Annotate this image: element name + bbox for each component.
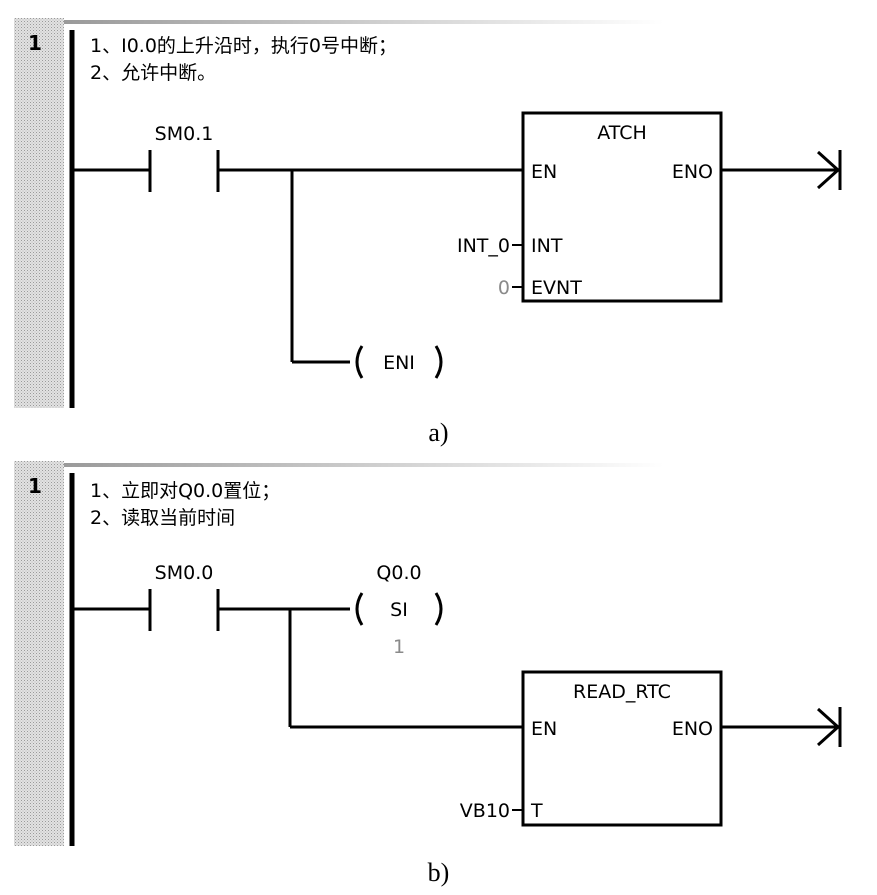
ladder-diagram-b: 1 1、立即对Q0.0置位； 2、读取当前时间 SM0.0 Q0.0 SI 1 … bbox=[14, 461, 842, 846]
network-comment-line1: 1、I0.0的上升沿时，执行0号中断； bbox=[90, 35, 397, 57]
coil-right-paren bbox=[434, 592, 443, 626]
contact-address: SM0.0 bbox=[155, 562, 214, 584]
coil-left-paren bbox=[355, 345, 364, 379]
int-input-value: INT_0 bbox=[457, 235, 510, 257]
network-gutter bbox=[14, 461, 64, 846]
atch-eno-pin: ENO bbox=[672, 161, 713, 183]
atch-int-pin: INT bbox=[531, 235, 563, 257]
read-rtc-eno-pin: ENO bbox=[672, 718, 713, 740]
ladder-diagram-a: 1 1、I0.0的上升沿时，执行0号中断； 2、允许中断。 SM0.1 ENI … bbox=[14, 18, 842, 408]
network-header-line bbox=[64, 20, 664, 24]
coil-label: SI bbox=[390, 599, 408, 621]
network-gutter bbox=[14, 18, 64, 408]
caption-b: b) bbox=[427, 858, 450, 887]
network-comment-line1: 1、立即对Q0.0置位； bbox=[90, 480, 280, 502]
coil-right-paren bbox=[434, 345, 443, 379]
contact-address: SM0.1 bbox=[155, 123, 214, 145]
coil-count: 1 bbox=[393, 636, 405, 658]
ladder-network-b: 1 1、立即对Q0.0置位； 2、读取当前时间 SM0.0 Q0.0 SI 1 … bbox=[0, 455, 877, 887]
coil-label: ENI bbox=[383, 352, 415, 374]
network-number: 1 bbox=[28, 474, 42, 498]
output-arrow-icon bbox=[816, 150, 841, 190]
network-header-line bbox=[64, 463, 664, 467]
atch-box bbox=[521, 111, 723, 303]
caption-a: a) bbox=[428, 418, 449, 447]
network-comment-line2: 2、读取当前时间 bbox=[90, 507, 235, 529]
read-rtc-en-pin: EN bbox=[531, 718, 557, 740]
coil-address: Q0.0 bbox=[376, 562, 421, 584]
read-rtc-box bbox=[521, 670, 723, 827]
atch-evnt-pin: EVNT bbox=[531, 277, 582, 299]
read-rtc-t-pin: T bbox=[530, 800, 543, 822]
read-rtc-title: READ_RTC bbox=[573, 681, 671, 703]
output-arrow-icon bbox=[816, 707, 841, 747]
atch-title: ATCH bbox=[597, 122, 647, 144]
coil-left-paren bbox=[355, 592, 364, 626]
network-comment-line2: 2、允许中断。 bbox=[90, 62, 216, 84]
evnt-input-value: 0 bbox=[498, 277, 510, 299]
network-number: 1 bbox=[28, 31, 42, 55]
t-input-value: VB10 bbox=[460, 800, 510, 822]
ladder-network-a: 1 1、I0.0的上升沿时，执行0号中断； 2、允许中断。 SM0.1 ENI … bbox=[0, 0, 877, 447]
atch-en-pin: EN bbox=[531, 161, 557, 183]
